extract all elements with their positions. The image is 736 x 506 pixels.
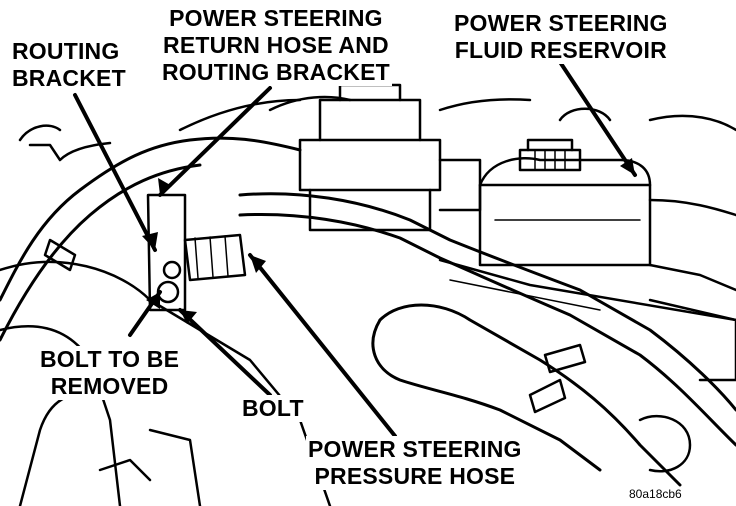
- figure-code: 80a18cb6: [629, 487, 682, 501]
- label-line: PRESSURE HOSE: [314, 463, 516, 489]
- engine-block-outline: [0, 260, 332, 506]
- left-hose: [0, 136, 302, 302]
- label-line: ROUTING: [12, 38, 120, 64]
- pressure-hose-upper: [238, 192, 736, 412]
- label-line: RETURN HOSE AND: [163, 32, 389, 58]
- pressure-hose-lower: [378, 303, 682, 487]
- label-line: POWER STEERING: [308, 436, 522, 462]
- label-fluid-reservoir: POWER STEERING FLUID RESERVOIR: [452, 10, 670, 64]
- pressure-fitting: [183, 233, 247, 282]
- hose-clamp-right: [543, 343, 587, 374]
- label-line: FLUID RESERVOIR: [454, 37, 667, 63]
- label-return-hose-routing-bracket: POWER STEERING RETURN HOSE AND ROUTING B…: [160, 5, 392, 86]
- leader-reservoir: [558, 60, 637, 177]
- leader-pressure-hose: [248, 253, 397, 438]
- leader-return-hose: [158, 86, 272, 197]
- label-line: BRACKET: [12, 65, 126, 91]
- label-line: POWER STEERING: [169, 5, 383, 31]
- leader-routing-bracket: [73, 93, 157, 252]
- fluid-reservoir: [478, 183, 652, 267]
- bolt: [162, 260, 182, 280]
- label-pressure-hose: POWER STEERING PRESSURE HOSE: [306, 436, 524, 490]
- reservoir-cap: [518, 148, 582, 172]
- pump-housing: [298, 138, 442, 192]
- label-line: REMOVED: [50, 373, 169, 399]
- leader-bolt: [178, 308, 272, 397]
- label-bolt-to-be-removed: BOLT TO BE REMOVED: [38, 346, 182, 400]
- label-bolt: BOLT: [240, 395, 306, 422]
- routing-bracket: [146, 193, 187, 312]
- label-line: BOLT TO BE: [40, 346, 180, 372]
- label-line: ROUTING BRACKET: [162, 59, 390, 85]
- hose-clamp-left: [43, 238, 77, 272]
- label-routing-bracket: ROUTING BRACKET: [10, 38, 128, 92]
- label-line: POWER STEERING: [454, 10, 668, 36]
